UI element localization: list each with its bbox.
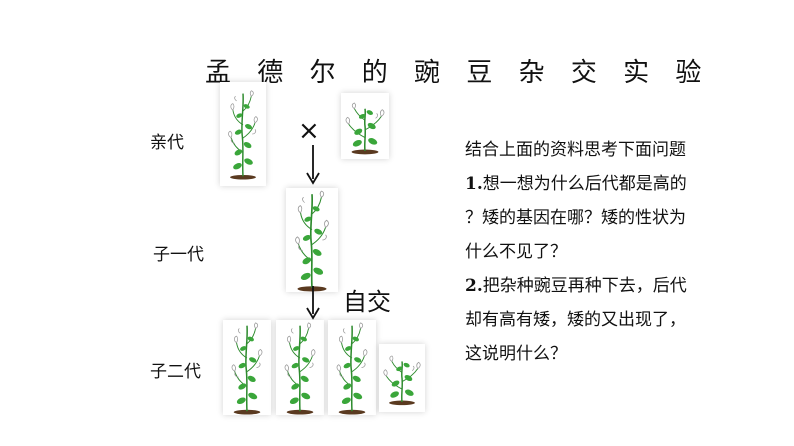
discussion-questions: 结合上面的资料思考下面问题 1.想一想为什么后代都是高的 ？矮的基因在哪？矮的性… [465, 133, 770, 371]
question-1-number: 1. [465, 174, 483, 194]
question-2-number: 2. [465, 276, 483, 296]
f2-short-plant-image [379, 344, 425, 412]
question-1-line-3: 什么不见了？ [465, 242, 567, 262]
question-2-line-2: 却有高有矮，矮的又出现了， [465, 310, 686, 330]
label-f2-generation: 子二代 [150, 362, 201, 382]
label-parent-generation: 亲代 [150, 133, 184, 153]
tall-pea-plant-icon [223, 320, 271, 415]
cross-symbol: × [298, 116, 320, 146]
short-pea-plant-icon [379, 344, 425, 412]
down-arrow-icon [306, 286, 320, 320]
f2-tall-plant-image [276, 320, 324, 415]
tall-pea-plant-icon [220, 82, 266, 186]
question-2: 2.把杂种豌豆再种下去，后代 [465, 269, 770, 303]
parent-tall-plant-image [220, 82, 266, 186]
question-1-line-1: 想一想为什么后代都是高的 [482, 174, 687, 194]
short-pea-plant-icon [341, 93, 389, 159]
tall-pea-plant-icon [276, 320, 324, 415]
f2-tall-plant-image [328, 320, 376, 415]
f2-tall-plant-image [223, 320, 271, 415]
question-2-line-3: 这说明什么？ [465, 344, 567, 364]
question-2-line-1: 把杂种豌豆再种下去，后代 [482, 276, 687, 296]
parent-short-plant-image [341, 93, 389, 159]
page-title: 孟 德 尔 的 豌 豆 杂 交 实 验 [205, 58, 711, 88]
tall-pea-plant-icon [328, 320, 376, 415]
down-arrow-icon [306, 145, 320, 185]
label-f1-generation: 子一代 [153, 245, 204, 265]
f1-tall-plant-image [286, 188, 338, 292]
question-1-line-2: ？矮的基因在哪？矮的性状为 [465, 208, 686, 228]
selfing-label: 自交 [343, 288, 391, 316]
question-1: 1.想一想为什么后代都是高的 [465, 167, 770, 201]
tall-pea-plant-icon [286, 188, 338, 292]
question-intro: 结合上面的资料思考下面问题 [465, 140, 686, 160]
